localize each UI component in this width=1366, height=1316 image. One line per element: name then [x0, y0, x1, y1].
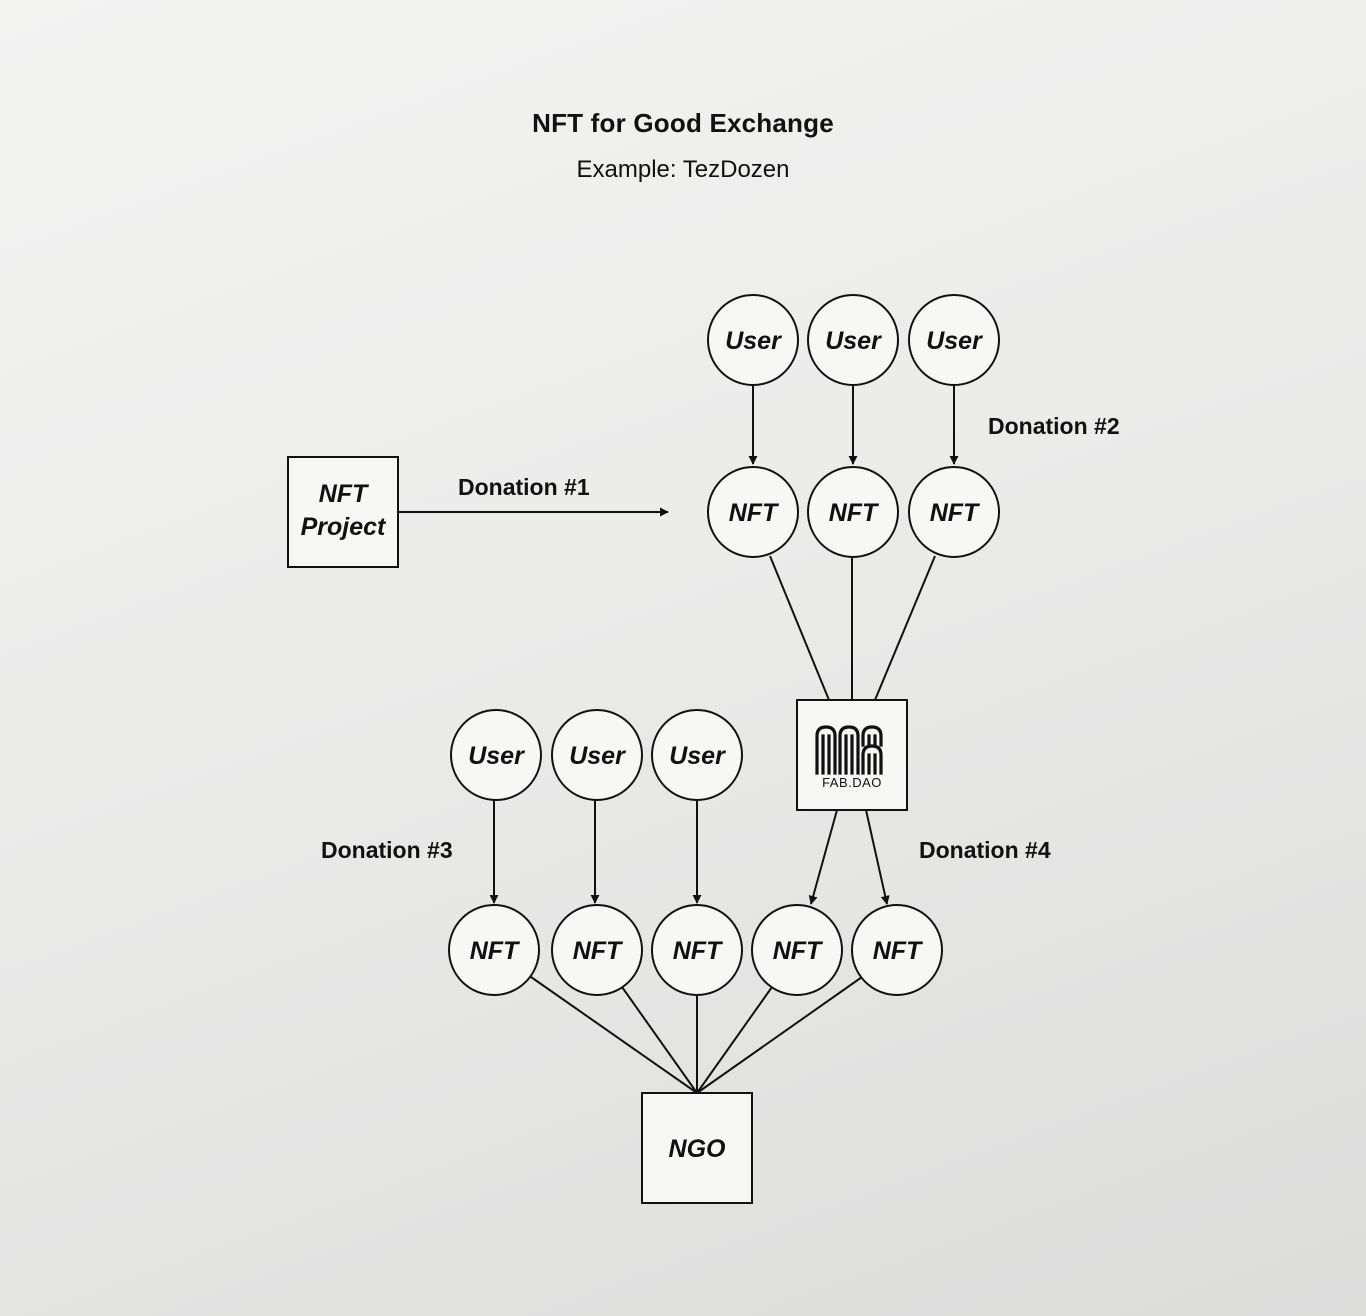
- edge-nft-b4-to-ngo: [696, 986, 773, 1094]
- node-nft-project: NFT Project: [287, 456, 399, 568]
- node-nft-b5-label: NFT: [873, 937, 924, 965]
- node-nft-b2-label: NFT: [573, 937, 624, 965]
- node-nft-b1: NFT: [448, 904, 540, 996]
- edge-nft-b1-to-ngo: [530, 976, 698, 1094]
- node-nft-b4: NFT: [751, 904, 843, 996]
- edge-fabdao-to-nft-b5: [865, 809, 890, 905]
- node-user-a1: User: [707, 294, 799, 386]
- edge-nft-b5-to-ngo: [696, 976, 863, 1094]
- diagram-subtitle: Example: TezDozen: [576, 156, 790, 183]
- fabdao-logo-text: FAB.DAO: [822, 775, 882, 790]
- node-user-b1: User: [450, 709, 542, 801]
- node-user-a3: User: [908, 294, 1000, 386]
- node-nft-a2: NFT: [807, 466, 899, 558]
- node-nft-a2-label: NFT: [829, 499, 880, 527]
- node-fabdao: FAB.DAO: [796, 699, 908, 811]
- node-nft-b1-label: NFT: [470, 937, 521, 965]
- label-donation1: Donation #1: [458, 474, 590, 500]
- node-nft-project-label-line2: Project: [301, 513, 387, 541]
- node-nft-b3: NFT: [651, 904, 743, 996]
- node-nft-a3-label: NFT: [930, 499, 981, 527]
- node-ngo: NGO: [641, 1092, 753, 1204]
- node-user-a2: User: [807, 294, 899, 386]
- node-nft-b5: NFT: [851, 904, 943, 996]
- edge-fabdao-to-nft-b4: [808, 809, 838, 905]
- edge-nft-a3-to-fabdao: [874, 555, 936, 701]
- node-nft-a1: NFT: [707, 466, 799, 558]
- fabdao-logo-icon: [815, 725, 883, 775]
- node-nft-b4-label: NFT: [773, 937, 824, 965]
- node-user-a1-label: User: [725, 327, 782, 355]
- node-nft-a3: NFT: [908, 466, 1000, 558]
- node-user-b1-label: User: [468, 742, 525, 770]
- node-user-a2-label: User: [825, 327, 882, 355]
- label-donation2: Donation #2: [988, 413, 1120, 439]
- node-user-a3-label: User: [926, 327, 983, 355]
- node-nft-a1-label: NFT: [729, 499, 780, 527]
- node-user-b3-label: User: [669, 742, 726, 770]
- node-user-b2: User: [551, 709, 643, 801]
- node-ngo-label: NGO: [669, 1135, 727, 1163]
- node-user-b3: User: [651, 709, 743, 801]
- label-donation4: Donation #4: [919, 837, 1051, 863]
- node-nft-project-label-line1: NFT: [319, 480, 370, 508]
- edge-nft-a1-to-fabdao: [769, 555, 830, 701]
- label-donation3: Donation #3: [321, 837, 453, 863]
- node-nft-b2: NFT: [551, 904, 643, 996]
- diagram-title: NFT for Good Exchange: [532, 108, 834, 138]
- node-nft-b3-label: NFT: [673, 937, 724, 965]
- node-user-b2-label: User: [569, 742, 626, 770]
- edge-nft-b2-to-ngo: [621, 986, 698, 1094]
